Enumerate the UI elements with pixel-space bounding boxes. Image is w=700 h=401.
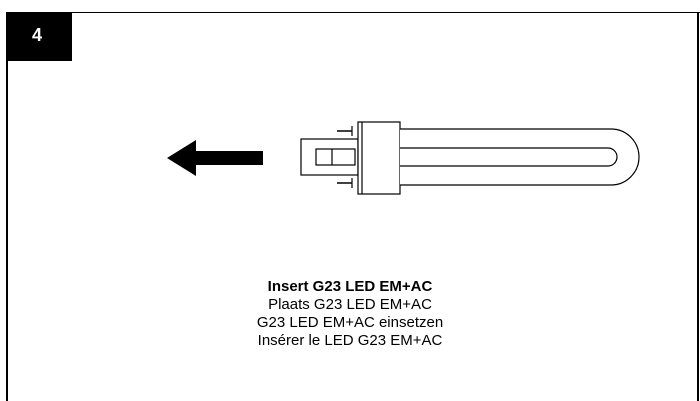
lamp-connector-slot-icon [315,148,356,166]
instruction-french: Insérer le LED G23 EM+AC [257,332,443,349]
panel-border-left [6,12,8,401]
instruction-english: Insert G23 LED EM+AC [267,278,433,295]
panel-border-top [6,12,700,13]
panel-border-right [697,12,699,401]
step-number-badge: 4 [8,13,72,61]
instruction-german: G23 LED EM+AC einsetzen [256,314,444,331]
instruction-dutch: Plaats G23 LED EM+AC [268,296,432,313]
instruction-caption: Insert G23 LED EM+AC Plaats G23 LED EM+A… [200,278,500,350]
lamp-base-icon [357,121,401,195]
arrow-left-icon [167,140,263,176]
g23-lamp-icon [300,121,640,195]
lamp-tube-inner-icon [400,147,618,167]
